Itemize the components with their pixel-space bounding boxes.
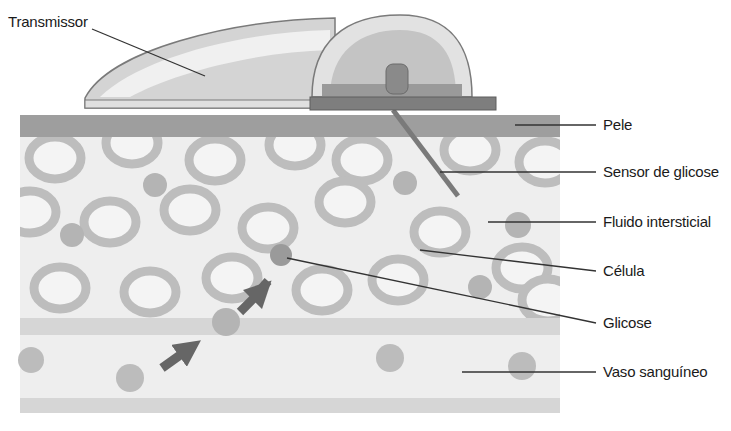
cell-ring (106, 137, 158, 164)
glucose-dot (505, 212, 531, 238)
tissue-glucose (60, 171, 531, 336)
glucose-dot (60, 223, 84, 247)
sensor-base-plate (310, 97, 496, 110)
cell-ring (372, 259, 424, 301)
cell-group (20, 137, 560, 318)
leader-line (287, 258, 596, 323)
cell-ring (124, 271, 176, 313)
glucose-dot (376, 344, 404, 372)
cell-ring (519, 141, 560, 183)
diffusion-arrow (262, 281, 268, 288)
transmitter-highlight (100, 30, 330, 97)
cell-ring (84, 201, 136, 243)
callout-label: Sensor de glicose (603, 163, 719, 181)
glucose-dot (508, 352, 536, 380)
cell-ring (20, 191, 56, 233)
cell-ring (414, 211, 466, 253)
cell-ring (319, 181, 371, 223)
callout-label: Fluido intersticial (603, 213, 711, 231)
blood-vessel (20, 335, 560, 398)
callout-label: Pele (603, 116, 632, 134)
cell-ring (242, 207, 294, 249)
cell-ring (206, 257, 258, 299)
glucose-dot (270, 244, 292, 266)
glucose-dot (393, 171, 417, 195)
transmitter (85, 15, 496, 110)
cell-ring (29, 137, 81, 179)
leader-line (420, 250, 596, 271)
cell-ring (336, 139, 388, 181)
leader-lines (92, 29, 596, 372)
transmitter-base (85, 100, 315, 108)
cell-ring (164, 189, 216, 231)
sensor-knob (386, 64, 408, 94)
transmitter-body (85, 18, 335, 108)
cell-ring (34, 267, 86, 309)
callout-label: Transmissor (8, 13, 88, 31)
glucose-dot (468, 275, 492, 299)
vessel-wall (20, 398, 560, 413)
cell-ring (296, 269, 348, 311)
vessel-wall (20, 318, 560, 335)
sensor-housing (312, 15, 472, 97)
cell-ring (189, 139, 241, 181)
glucose-dot (116, 364, 144, 392)
leader-line (515, 124, 596, 125)
glucose-dot (143, 173, 167, 197)
skin-layer (20, 115, 560, 137)
diffusion-arrow (240, 290, 262, 312)
glucose-dot (18, 347, 44, 373)
glucose-sensor (393, 110, 458, 196)
cell-ring (269, 137, 321, 166)
diffusion-arrow (162, 348, 190, 368)
cell-ring (522, 279, 560, 318)
leader-line (462, 371, 596, 372)
callout-label: Vaso sanguíneo (603, 363, 708, 381)
callout-label: Glicose (603, 314, 652, 332)
diffusion-arrows (162, 281, 268, 368)
glucose-dot (212, 308, 240, 336)
leader-line (488, 221, 596, 222)
blood-glucose (18, 344, 536, 392)
cell-ring (444, 137, 496, 171)
callout-label: Célula (603, 262, 644, 280)
leader-line (92, 29, 205, 76)
leader-line (440, 171, 596, 172)
